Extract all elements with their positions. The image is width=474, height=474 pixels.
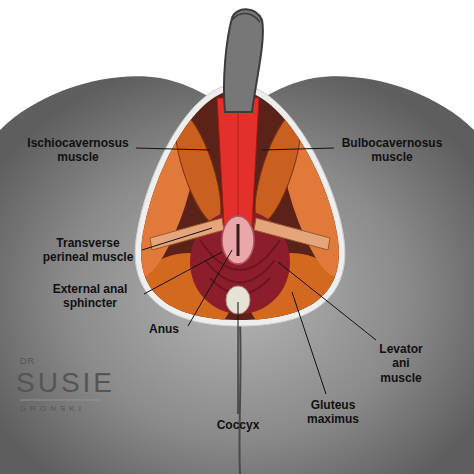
muscle-group bbox=[111, 80, 369, 364]
part-label: Bulbocavernosus muscle bbox=[336, 136, 448, 165]
leader-lines bbox=[136, 148, 376, 414]
part-label: External anal sphincter bbox=[38, 282, 142, 311]
part-label: Coccyx bbox=[208, 418, 268, 432]
watermark: SUSIE bbox=[16, 366, 136, 400]
part-label: Transverse perineal muscle bbox=[36, 236, 140, 265]
part-label: Levator ani muscle bbox=[372, 342, 430, 385]
watermark: GRONSKI bbox=[20, 404, 130, 414]
watermark: DR bbox=[20, 356, 60, 367]
logo-rule bbox=[20, 400, 100, 401]
body-silhouette bbox=[0, 76, 474, 474]
glans-line bbox=[232, 13, 260, 22]
part-label: Ischiocavernosus muscle bbox=[22, 136, 134, 165]
part-label: Anus bbox=[144, 322, 184, 336]
penis-shaft bbox=[224, 9, 263, 112]
part-label: Gluteus maximus bbox=[296, 398, 370, 427]
gluteal-cleft bbox=[239, 322, 240, 474]
